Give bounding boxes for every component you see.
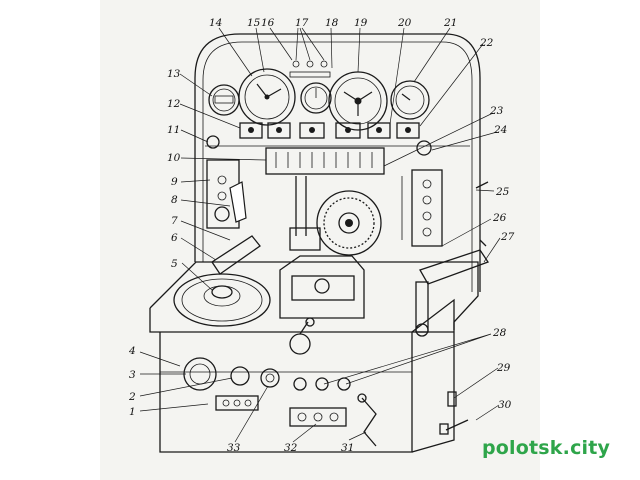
dial-wheel — [316, 190, 382, 256]
vise-fixture — [279, 255, 365, 319]
callout-14: 14 — [209, 17, 222, 29]
handwheel — [289, 317, 315, 355]
socket — [260, 368, 280, 388]
callout-1: 1 — [129, 406, 136, 418]
watermark-text: polotsk.city — [482, 437, 611, 459]
right-control-column — [401, 140, 443, 247]
gauge-small — [300, 82, 332, 114]
side-arm — [415, 181, 489, 337]
side-fittings — [439, 391, 469, 435]
callout-5: 5 — [171, 258, 178, 270]
callout-9: 9 — [171, 176, 178, 188]
callout-17: 17 — [295, 17, 309, 29]
lower-left-panel — [183, 357, 259, 411]
callout-22: 22 — [479, 37, 494, 49]
callout-3: 3 — [129, 369, 136, 381]
callout-10: 10 — [167, 152, 181, 164]
callout-15: 15 — [247, 17, 261, 29]
gauge-13 — [208, 84, 240, 116]
callout-30: 30 — [498, 399, 512, 411]
scale-strip — [265, 147, 385, 175]
callout-32: 32 — [284, 442, 298, 454]
callout-27: 27 — [500, 231, 515, 243]
callout-25: 25 — [495, 186, 510, 198]
leader-lines — [139, 27, 501, 443]
callout-24: 24 — [493, 124, 507, 136]
callout-33: 33 — [227, 442, 241, 454]
switch-row — [239, 122, 420, 139]
gauge-14 — [238, 68, 296, 126]
callout-26: 26 — [492, 212, 507, 224]
callout-4: 4 — [128, 345, 136, 357]
callout-23: 23 — [489, 105, 504, 117]
callout-18: 18 — [325, 17, 339, 29]
callout-28: 28 — [492, 327, 507, 339]
callout-12: 12 — [167, 98, 181, 110]
crank-handle — [357, 393, 377, 447]
callout-19: 19 — [354, 17, 368, 29]
left-control-column — [206, 135, 247, 229]
callout-29: 29 — [496, 362, 511, 374]
callout-13: 13 — [167, 68, 181, 80]
rotary-table — [173, 273, 271, 327]
machine-body — [149, 261, 479, 453]
callout-11: 11 — [167, 124, 180, 136]
gauge-21 — [390, 80, 430, 120]
callout-7: 7 — [171, 215, 178, 227]
callout-8: 8 — [171, 194, 178, 206]
callout-20: 20 — [397, 17, 412, 29]
button-block — [289, 377, 351, 427]
callout-31: 31 — [341, 442, 354, 454]
callout-labels: 1 2 3 4 5 6 7 8 9 10 11 12 13 14 15 16 1… — [128, 17, 515, 454]
column-clamp — [211, 176, 321, 275]
callout-21: 21 — [443, 17, 457, 29]
callout-16: 16 — [261, 17, 275, 29]
indicator-lamps — [289, 60, 331, 78]
callout-2: 2 — [128, 391, 136, 403]
gauge-19 — [328, 71, 388, 131]
callout-6: 6 — [171, 232, 178, 244]
